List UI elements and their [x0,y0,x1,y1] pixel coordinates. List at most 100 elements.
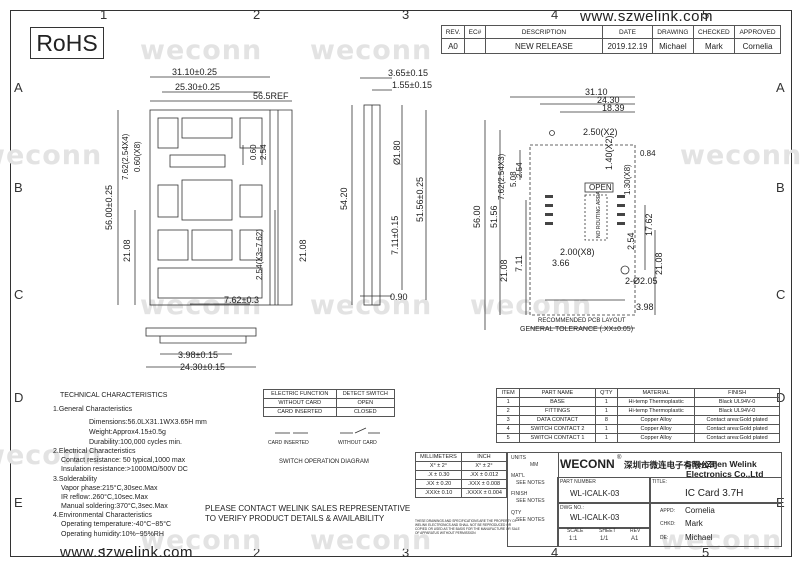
part-number-box [557,477,651,504]
tolerance-cell: .XXX± 0.10 [415,488,462,498]
zone-col-5-bottom: 5 [702,545,710,560]
tech-line: 2.Electrical Characteristics [53,448,136,455]
watermark: weconn [140,525,263,556]
tolerance-header: MILLIMETERS [415,452,462,462]
date-value: 2019.12.19 [601,38,654,54]
pcb-no-routing: NO ROUTING AREA [596,191,602,238]
title-value: IC Card 3.7H [685,488,744,499]
dim-base-height: 1.55±0.15 [392,80,432,90]
dwg-no-label: DWG NO.: [560,505,584,511]
signoff-box [649,502,782,547]
bom-cell: Copper Alloy [616,433,696,443]
bom-header: Q'TY [594,388,618,398]
part-number-value: WL-ICALK-03 [570,489,620,498]
dim-post-offset: 7.11±0.15 [390,216,400,255]
zone-col-5: 5 [702,7,710,22]
notice-line: COPIED OR USED AS THE BASIS FOR THE MANU… [415,527,520,531]
bom-cell: 1 [495,397,521,407]
title-box [649,477,782,504]
title-block-left-column [507,452,559,547]
dim-post-diameter: Ø1.80 [392,140,402,165]
bom-cell: 1 [594,406,618,416]
pcb-dim-pad-width: 2.00(X8) [560,247,595,257]
bom-cell: Contact area:Gold plated [694,415,780,425]
zone-col-4-bottom: 4 [551,545,559,560]
tech-line: Operating temperature:-40°C~85°C [61,521,172,528]
pcb-dim-pad: 0.84 [640,149,656,158]
rev-value: A0 [441,38,465,54]
part-number-label: PART NUMBER [560,479,596,485]
watermark: weconn [140,290,263,321]
watermark: weconn [310,525,433,556]
bom-cell: FITTINGS [519,406,596,416]
scale-value: 1:1 [569,536,578,542]
drawing-value: Michael [652,38,694,54]
pcb-dim-pad-len: 1.30(X8) [623,164,632,195]
zone-row-a: A [14,80,23,95]
tech-line: Durability:100,000 cycles min. [89,439,182,446]
switch-cell: ELECTRIC FUNCTION [263,389,337,399]
finish-value: SEE NOTES [516,498,545,504]
tech-line: Insulation resistance:>1000MΩ/500V DC [61,466,188,473]
bom-header: FINISH [694,388,780,398]
units-label: UNITS [511,455,526,461]
watermark: weconn [470,290,593,321]
tolerance-cell: .X ± 0.30 [415,470,462,480]
pcb-dim-length: 56.00 [472,205,482,228]
dim-bottom-inner: 3.98±0.15 [178,350,218,360]
website-url-top[interactable]: www.szwelink.com [580,8,714,25]
de-value: Michael [685,533,713,542]
pcb-dim-3-66: 3.66 [552,258,570,268]
dim-lower-a: 21.08 [122,239,132,262]
rev-label: REV [630,528,641,534]
zone-col-2-bottom: 2 [253,545,261,560]
zone-col-3: 3 [402,7,410,22]
chkd-value: Mark [685,519,703,528]
pcb-open-label: OPEN [589,183,612,192]
description-value: NEW RELEASE [484,38,603,54]
dim-switch-pitch: 2.54(X3=7.62) [255,229,264,280]
bom-cell: 1 [594,424,618,434]
pcb-dim-contact-pitch: 7.62(2.54X3) [497,153,506,200]
pcb-tolerance: GENERAL TOLERANCE (.XX±0.05) [520,326,633,333]
tech-line: Operating humidity:10%~95%RH [61,531,164,538]
tech-line: Manual soldering:370°C,3sec.Max [61,503,168,510]
bom-cell: 1 [594,397,618,407]
chkd-label: CHKD: [660,521,676,527]
switch-cell: DETECT SWITCH [335,389,395,399]
zone-col-1-bottom: 1 [100,545,108,560]
bom-cell: Contact area:Gold plated [694,424,780,434]
dim-side-length: 54.20 [339,187,349,210]
dim-bottom-width: 24.30±0.15 [180,362,225,372]
dwg-no-box [557,502,651,529]
de-label: DE: [660,535,669,541]
bom-cell: Hi-temp Thermoplastic [616,397,696,407]
card-inserted-label: CARD INSERTED [268,440,309,446]
company-logo: WECONN [560,457,615,471]
dim-lower-b: 21.08 [298,239,308,262]
tech-line: Vapor phase:215°C,30sec.Max [61,485,158,492]
appd-value: Cornelia [685,506,715,515]
bom-cell: Copper Alloy [616,415,696,425]
website-url-bottom[interactable]: www.szwelink.com [60,544,194,561]
bom-cell: DATA CONTACT [519,415,596,425]
dim-post-distance: 51.56±0.25 [415,177,425,222]
contact-note-line-1: PLEASE CONTACT WELINK SALES REPRESENTATI… [205,504,411,513]
dim-width-inner: 25.30±0.25 [175,82,220,92]
zone-col-1: 1 [100,7,108,22]
bom-cell: Black UL94V-0 [694,406,780,416]
pcb-dim-17-62: 17.62 [644,213,654,236]
pcb-layout-title: RECOMMENDED PCB LAYOUT [538,318,626,324]
zone-row-d: D [14,390,24,405]
tolerance-header: INCH [460,452,508,462]
tech-title: TECHNICAL CHARACTERISTICS [60,392,168,399]
rohs-badge: RoHS [30,27,104,59]
zone-row-a-right: A [776,80,785,95]
pcb-dim-3-98: 3.98 [636,302,654,312]
tolerance-cell: .XXX ± 0.008 [460,479,508,489]
company-name-cn: 深圳市微连电子有限公司 [624,460,718,470]
bom-cell: Copper Alloy [616,424,696,434]
zone-col-3-bottom: 3 [402,545,410,560]
watermark: weconn [680,140,800,171]
scale-label: SCALE [567,528,584,534]
